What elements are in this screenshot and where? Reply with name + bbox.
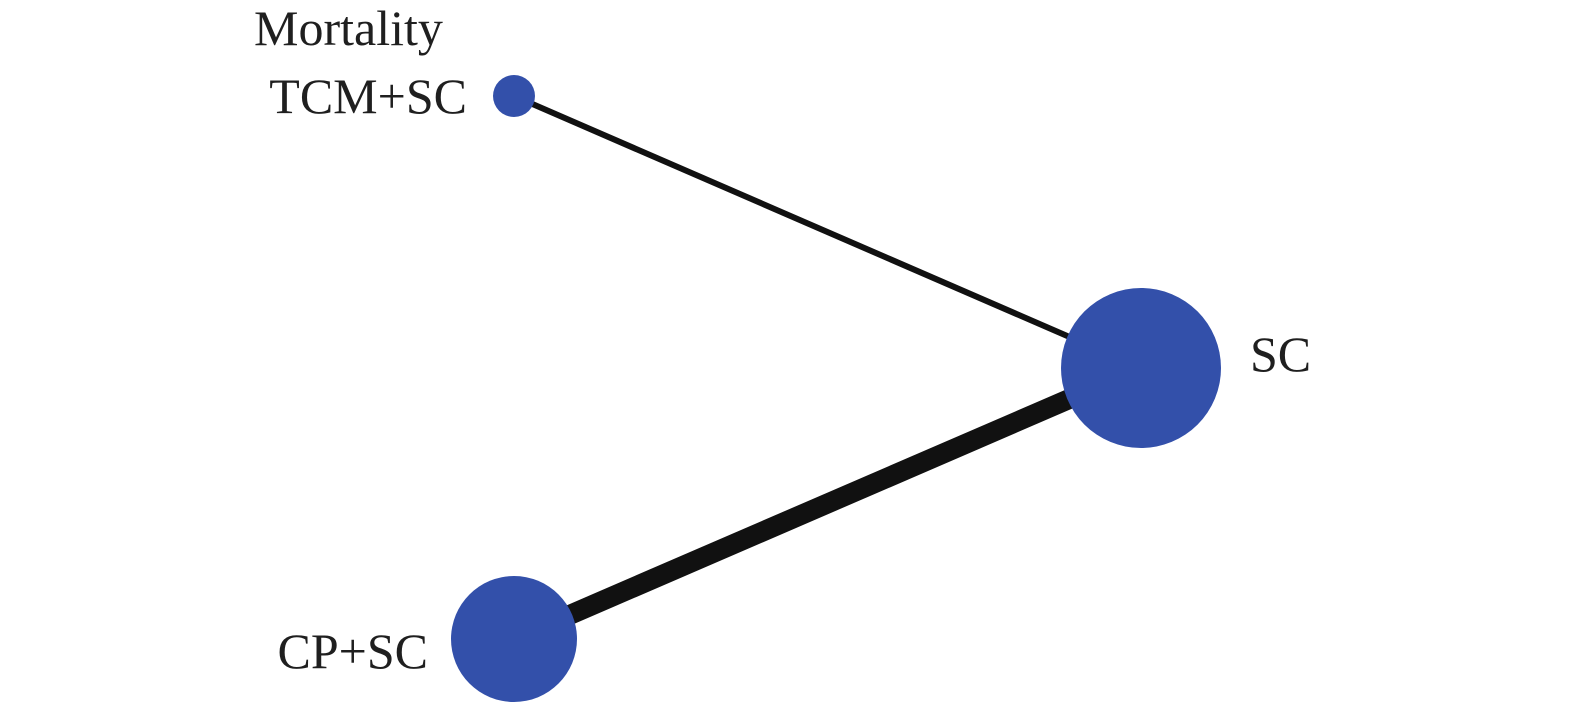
node-label-sc: SC xyxy=(1250,326,1311,382)
node-tcm-sc xyxy=(493,75,535,117)
node-cp-sc xyxy=(451,576,577,702)
edge-tcm-sc-to-sc xyxy=(512,93,1143,371)
edge-cp-sc-to-sc xyxy=(510,358,1145,649)
node-label-tcm-sc: TCM+SC xyxy=(269,68,467,124)
node-sc xyxy=(1061,288,1221,448)
node-label-cp-sc: CP+SC xyxy=(277,623,428,679)
plot-title: Mortality xyxy=(254,0,443,56)
